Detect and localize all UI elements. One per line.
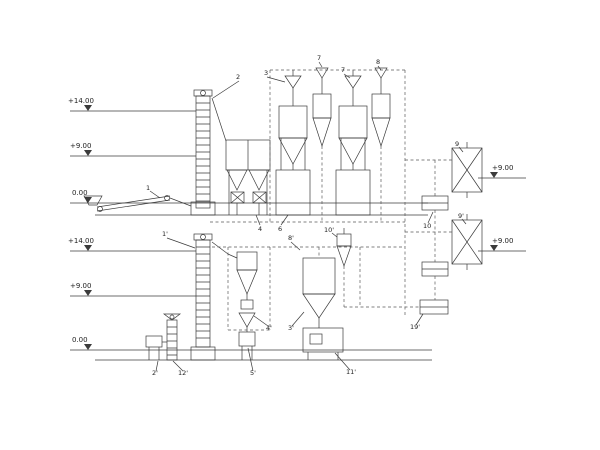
callout-19b: 19' <box>410 313 424 331</box>
elevation-triangle-icon <box>490 172 498 178</box>
callout-label: 8' <box>288 234 294 242</box>
elevation-label: 0.00 <box>72 336 88 344</box>
cyclone-airlock-assembly-4p <box>227 251 258 360</box>
callout-1: 1 <box>146 184 161 199</box>
elevation-marker-plus9-right-bottom: +9.00 <box>478 237 526 252</box>
callout-3p: 3' <box>288 311 305 332</box>
elevation-marker-plus14-upper: +14.00 <box>68 97 196 112</box>
callout-label: 1 <box>146 184 150 192</box>
cooler-vessel-9b <box>451 214 483 270</box>
callout-label: 10' <box>324 226 334 234</box>
callout-3: 3 <box>264 69 286 83</box>
elevation-triangle-icon <box>84 290 92 296</box>
elevation-label: +9.00 <box>492 164 513 172</box>
elevation-label: +14.00 <box>68 237 94 245</box>
callout-label: 4 <box>258 225 262 233</box>
callout-label: 12' <box>178 369 188 377</box>
callout-label: 1' <box>162 230 168 238</box>
elevation-label: +14.00 <box>68 97 94 105</box>
elevation-marker-zero-upper: 0.00 <box>70 189 428 204</box>
fan-box-10 <box>421 195 449 211</box>
elevation-marker-plus9-upper: +9.00 <box>70 142 196 157</box>
callout-label: 5' <box>250 369 256 377</box>
callout-label: 10 <box>423 222 431 230</box>
callout-1p: 1' <box>162 230 196 249</box>
callout-label: 9 <box>455 140 459 148</box>
fan-box-19b <box>419 299 449 315</box>
elevation-marker-plus14-lower: +14.00 <box>68 237 196 252</box>
callout-label: 3 <box>264 69 268 77</box>
callout-label: 4' <box>266 324 272 332</box>
callout-2p: 2' <box>152 360 159 377</box>
elevation-triangle-icon <box>490 245 498 251</box>
callout-7b: 7 <box>341 66 351 79</box>
elevation-label: +9.00 <box>70 142 91 150</box>
small-cyclone-10p <box>336 228 352 307</box>
intake-conveyor-1 <box>83 195 192 212</box>
callout-label: 2' <box>152 369 158 377</box>
callout-label: 7 <box>341 66 345 74</box>
fan-box-middle <box>421 261 449 277</box>
bucket-elevator-1p <box>190 233 229 361</box>
callout-label: 3' <box>288 324 294 332</box>
elevation-marker-plus9-right-top: +9.00 <box>478 164 526 179</box>
callout-4p: 4' <box>253 315 272 332</box>
twin-hopper-separator-3 <box>225 139 271 215</box>
elevation-label: 0.00 <box>72 189 88 197</box>
callout-label: 6 <box>278 225 282 233</box>
elevation-triangle-icon <box>84 197 92 203</box>
callout-7a: 7 <box>317 54 323 68</box>
elevation-triangle-icon <box>84 150 92 156</box>
bin-with-cone-3p <box>302 257 336 328</box>
cooler-vessel-9 <box>451 142 483 198</box>
cyclone-bin-assembly-a <box>275 70 311 216</box>
elevation-marker-plus9-lower: +9.00 <box>70 282 196 297</box>
callout-4: 4 <box>255 214 262 233</box>
callouts: 1 2 3 7 7 8 4 6 <box>146 54 467 377</box>
callout-label: 9' <box>458 212 464 220</box>
callout-10p: 10' <box>324 226 338 238</box>
cyclone-bin-assembly-c <box>335 70 371 216</box>
callout-label: 2 <box>236 73 240 81</box>
callout-2: 2 <box>212 73 240 99</box>
slim-cyclone-b <box>312 67 332 222</box>
callout-10: 10 <box>423 211 434 230</box>
slim-cyclone-d <box>371 67 391 222</box>
elevation-triangle-icon <box>84 344 92 350</box>
callout-9b: 9' <box>458 212 467 225</box>
callout-label: 19' <box>410 323 420 331</box>
callout-11p: 11' <box>334 352 356 376</box>
callout-label: 8 <box>376 58 380 66</box>
elevation-label: +9.00 <box>70 282 91 290</box>
callout-6: 6 <box>278 214 289 233</box>
callout-5p: 5' <box>247 347 256 377</box>
callout-label: 11' <box>346 368 356 376</box>
callout-12p: 12' <box>172 360 188 377</box>
bucket-elevator-2 <box>190 89 227 216</box>
elevation-triangle-icon <box>84 245 92 251</box>
callout-8p: 8' <box>288 234 301 251</box>
machine-11p <box>302 327 344 360</box>
callout-label: 7 <box>317 54 321 62</box>
elevation-triangle-icon <box>84 105 92 111</box>
feeder-group-2p <box>145 313 182 361</box>
pneumatic-piping-dashed <box>210 69 452 331</box>
elevation-label: +9.00 <box>492 237 513 245</box>
elevation-marker-zero-lower: 0.00 <box>70 336 432 351</box>
callout-9: 9 <box>455 140 464 153</box>
callout-8: 8 <box>376 58 382 71</box>
